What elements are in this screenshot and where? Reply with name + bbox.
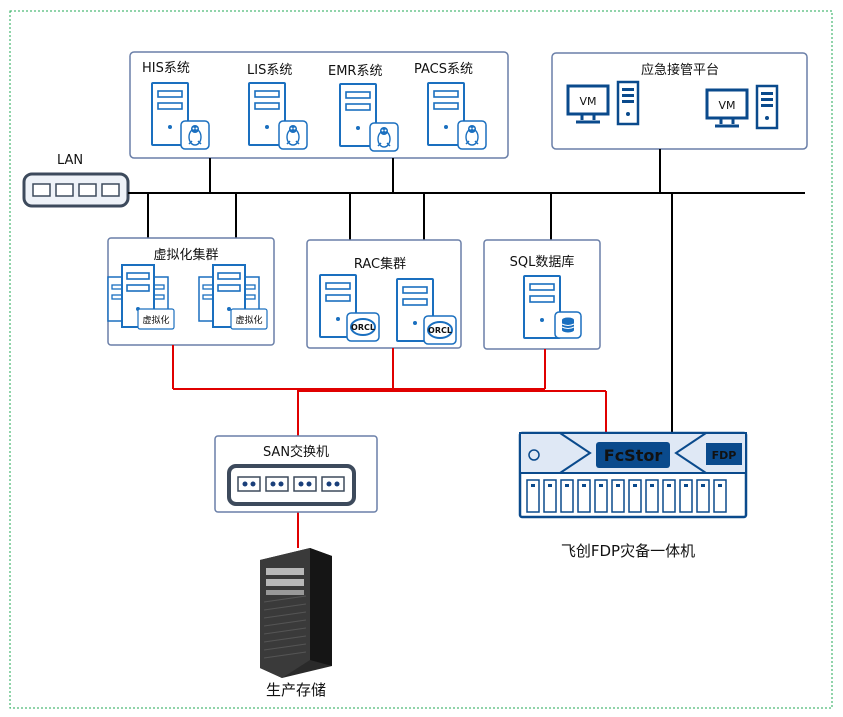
emergency-platform-box <box>551 52 808 150</box>
san-links <box>172 345 607 548</box>
virtualization-badge-2: 虚拟化 <box>235 314 262 326</box>
emr-label: EMR系统 <box>328 64 382 79</box>
fdp-model-label: FDP <box>712 449 737 462</box>
his-linux-icon <box>180 120 210 150</box>
outer-frame <box>9 10 833 709</box>
vm-label-2: VM <box>718 99 735 112</box>
production-storage-caption: 生产存储 <box>266 681 326 699</box>
san-switch-title: SAN交换机 <box>263 444 329 460</box>
lan-bus <box>128 149 805 433</box>
pacs-linux-icon <box>457 120 487 150</box>
lan-label: LAN <box>57 153 83 168</box>
fdp-appliance-icon <box>518 431 748 519</box>
virtualization-cluster-title: 虚拟化集群 <box>153 247 218 263</box>
oracle-badge-1: ORCL <box>351 323 375 332</box>
lis-label: LIS系统 <box>247 63 292 78</box>
production-storage-icon <box>260 548 332 678</box>
his-label: HIS系统 <box>142 61 190 76</box>
lis-linux-icon <box>278 120 308 150</box>
san-switch-icon <box>227 464 356 506</box>
emr-linux-icon <box>369 122 399 152</box>
rac-cluster-title: RAC集群 <box>354 256 406 272</box>
virtualization-badge-1: 虚拟化 <box>142 314 169 326</box>
database-icon <box>554 311 582 339</box>
emergency-platform-title: 应急接管平台 <box>641 62 719 78</box>
fdp-caption: 飞创FDP灾备一体机 <box>561 542 695 560</box>
oracle-badge-2: ORCL <box>428 326 452 335</box>
lan-switch-icon <box>22 172 130 208</box>
pacs-label: PACS系统 <box>414 62 473 77</box>
vm-label-1: VM <box>579 95 596 108</box>
business-systems-box <box>129 51 509 159</box>
fdp-brand-label: FcStor <box>604 446 663 465</box>
sql-database-title: SQL数据库 <box>510 254 575 270</box>
